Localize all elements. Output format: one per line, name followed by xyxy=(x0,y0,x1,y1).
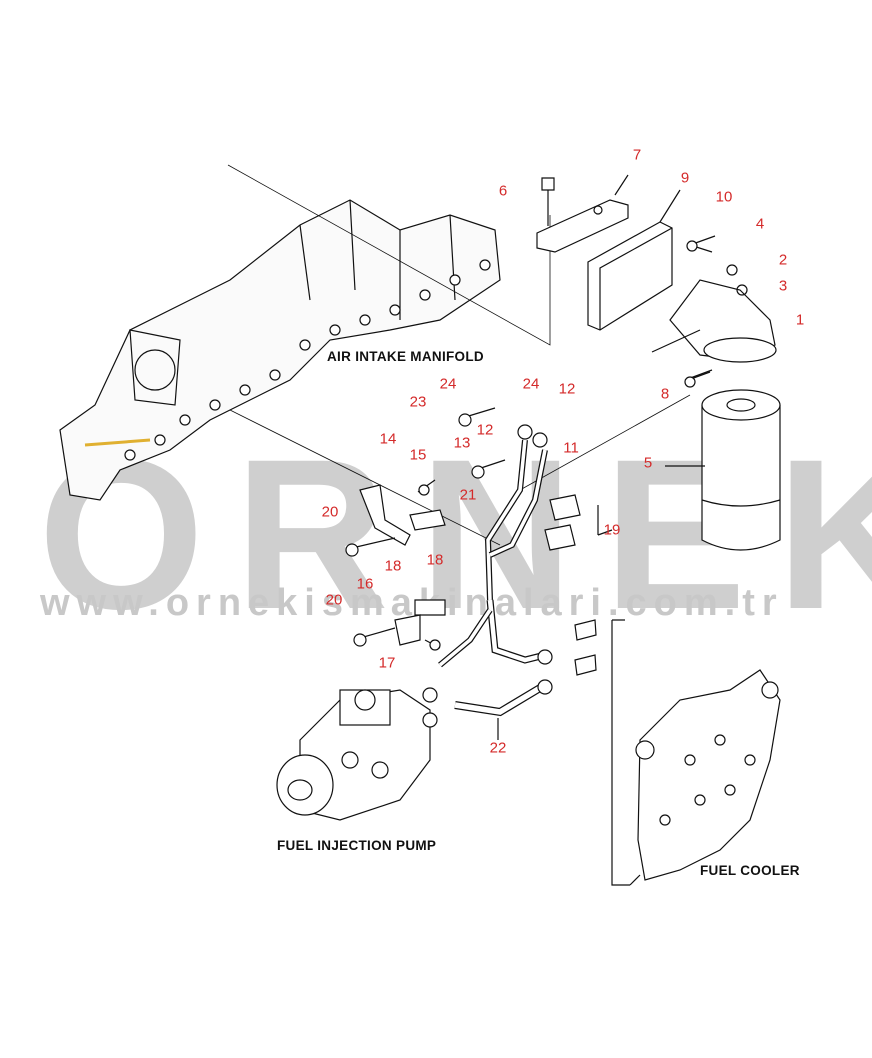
callout-12b: 12 xyxy=(476,421,494,439)
callout-20b: 20 xyxy=(325,591,343,609)
callout-21: 21 xyxy=(459,486,477,504)
callout-3: 3 xyxy=(778,277,788,295)
air-intake-manifold xyxy=(59,164,551,546)
fuel-cooler xyxy=(611,619,781,886)
callout-8: 8 xyxy=(660,385,670,403)
bracket-and-plate xyxy=(536,174,681,331)
callout-13: 13 xyxy=(453,434,471,452)
callout-2: 2 xyxy=(778,251,788,269)
callout-15: 15 xyxy=(409,446,427,464)
callout-19: 19 xyxy=(603,521,621,539)
callout-7: 7 xyxy=(632,146,642,164)
callout-14: 14 xyxy=(379,430,397,448)
clamps-and-bolts xyxy=(345,235,716,695)
callout-1: 1 xyxy=(795,311,805,329)
callout-4: 4 xyxy=(755,215,765,233)
fuel-cooler-caption: FUEL COOLER xyxy=(700,863,800,878)
fuel-injection-pump-caption: FUEL INJECTION PUMP xyxy=(277,838,437,853)
callout-12a: 12 xyxy=(558,380,576,398)
callout-9: 9 xyxy=(680,169,690,187)
callout-6: 6 xyxy=(498,182,508,200)
callout-20a: 20 xyxy=(321,503,339,521)
callout-11: 11 xyxy=(563,439,579,457)
callout-22: 22 xyxy=(489,739,507,757)
callout-16: 16 xyxy=(356,575,374,593)
fuel-filter xyxy=(519,244,781,551)
callout-5: 5 xyxy=(643,454,653,472)
callout-24a: 24 xyxy=(439,375,457,393)
air-intake-manifold-caption: AIR INTAKE MANIFOLD xyxy=(327,349,484,364)
callout-18b: 18 xyxy=(384,557,402,575)
fuel-injection-pump xyxy=(276,687,438,821)
callout-23: 23 xyxy=(409,393,427,411)
callout-24b: 24 xyxy=(522,375,540,393)
fuel-tubes xyxy=(438,424,548,740)
callout-18a: 18 xyxy=(426,551,444,569)
callout-17: 17 xyxy=(378,654,396,672)
callout-10: 10 xyxy=(715,188,733,206)
